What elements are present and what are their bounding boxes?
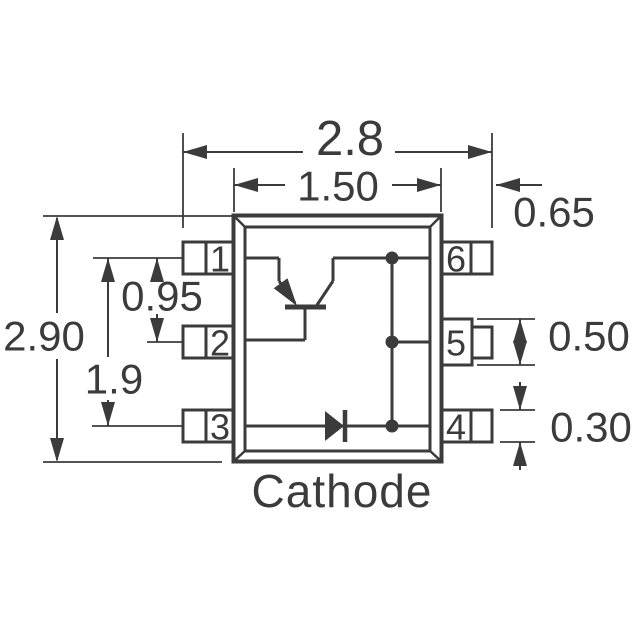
dim-pin-pitch-label: 0.95 xyxy=(121,273,203,320)
pin-pad-1: 1 xyxy=(181,239,236,280)
pin-pad-2: 2 xyxy=(181,323,236,364)
arrow-down-icon xyxy=(513,341,527,365)
arrow-left-icon xyxy=(234,178,258,192)
cathode-label: Cathode xyxy=(252,465,433,517)
pin-2-number: 2 xyxy=(210,323,230,364)
dim-overall-height-label: 2.90 xyxy=(3,313,85,360)
arrow-up-icon xyxy=(513,319,527,343)
dim-center-terminal-width: 0.50 xyxy=(477,313,630,366)
corner-miter xyxy=(428,449,442,462)
pin-3-number: 3 xyxy=(210,407,230,448)
arrow-up-icon xyxy=(50,216,64,240)
arrow-left-icon xyxy=(183,145,207,159)
arrow-up-icon xyxy=(101,258,115,282)
dim-overall-width-label: 2.8 xyxy=(316,112,384,166)
arrow-left-icon xyxy=(496,178,520,192)
transistor-icon xyxy=(245,256,335,342)
pad-foot xyxy=(470,325,494,360)
dim-pin-pitch: 0.95 xyxy=(121,258,203,342)
arrow-right-icon xyxy=(417,178,441,192)
dim-terminal-width: 0.30 xyxy=(500,382,632,470)
junction-dot xyxy=(385,251,399,265)
corner-miter xyxy=(233,449,247,462)
dim-terminal-length-label: 0.65 xyxy=(513,189,595,236)
dim-overall-height: 2.90 xyxy=(3,215,233,463)
dim-body-width: 1.50 xyxy=(233,163,442,212)
junction-dot xyxy=(385,335,399,349)
arrow-down-icon xyxy=(150,318,164,342)
junction-dot xyxy=(385,419,399,433)
corner-miter xyxy=(428,215,442,229)
corner-miter xyxy=(233,215,247,229)
dim-pin-span: 1.9 xyxy=(85,258,143,426)
pin-pad-6: 6 xyxy=(439,239,494,280)
dim-center-terminal-width-label: 0.50 xyxy=(548,313,630,360)
pin-6-number: 6 xyxy=(446,239,466,280)
internal-circuit-diagram xyxy=(245,251,430,442)
dim-terminal-width-label: 0.30 xyxy=(550,404,632,451)
dim-overall-width: 2.8 xyxy=(182,112,493,228)
package-body xyxy=(231,213,444,464)
pin-pad-4: 4 xyxy=(439,407,494,448)
pin-pad-5: 5 xyxy=(439,317,494,367)
collector-line xyxy=(315,280,335,306)
pin-4-number: 4 xyxy=(446,407,466,448)
arrow-down-icon xyxy=(101,402,115,426)
diode-icon xyxy=(325,410,348,442)
arrow-down-icon xyxy=(50,438,64,462)
diode-anode-triangle xyxy=(325,411,344,441)
dim-pin-span-label: 1.9 xyxy=(85,356,143,403)
arrow-up-icon xyxy=(513,442,527,466)
emitter-arrow-icon xyxy=(273,278,297,306)
dim-terminal-length: 0.65 xyxy=(496,178,595,236)
arrow-down-icon xyxy=(513,386,527,410)
arrow-up-icon xyxy=(150,258,164,282)
pin-pad-3: 3 xyxy=(181,407,236,448)
dim-body-width-label: 1.50 xyxy=(297,163,379,210)
pin-5-number: 5 xyxy=(446,323,466,364)
pin-1-number: 1 xyxy=(210,239,230,280)
arrow-right-icon xyxy=(468,145,492,159)
